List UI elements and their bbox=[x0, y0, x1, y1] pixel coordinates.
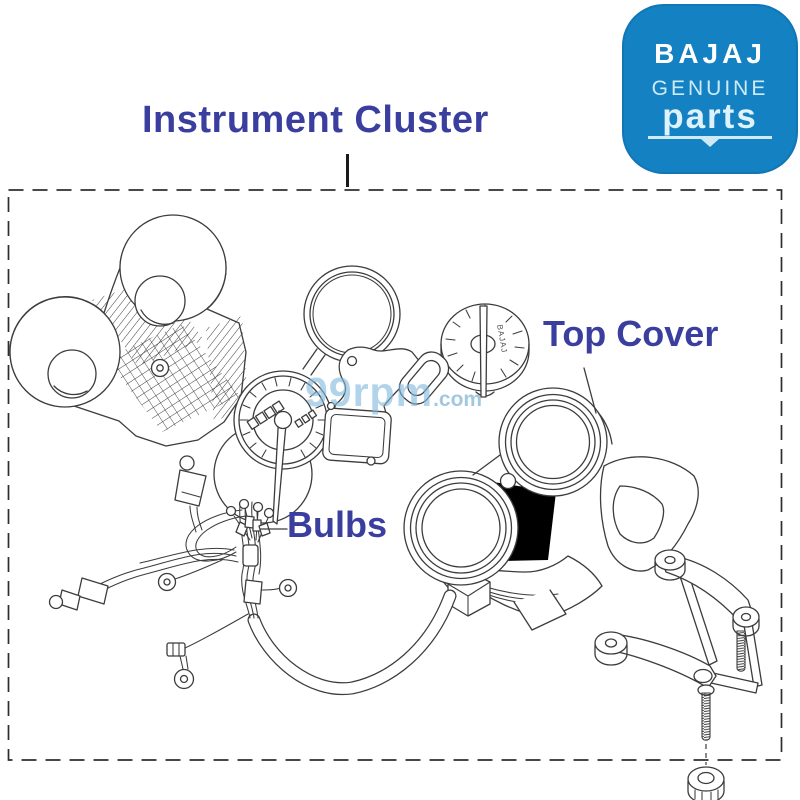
speedometer bbox=[233, 370, 333, 525]
logo-down-arrow-icon bbox=[701, 139, 719, 148]
bajaj-genuine-parts-logo: BAJAJ GENUINE parts bbox=[622, 4, 798, 174]
top-cover-leader-line bbox=[583, 367, 597, 414]
logo-brand-text: BAJAJ bbox=[654, 38, 766, 69]
nut bbox=[687, 766, 725, 800]
wiring-harness-with-bulbs bbox=[48, 455, 457, 696]
mounting-bracket bbox=[594, 549, 763, 765]
rear-housing bbox=[9, 214, 248, 447]
label-top-cover: Top Cover bbox=[543, 313, 719, 354]
top-cover bbox=[403, 387, 699, 631]
logo-underline bbox=[648, 136, 772, 148]
logo-genuine-text: GENUINE bbox=[651, 77, 769, 100]
diagram-dashed-border bbox=[7, 189, 783, 761]
logo-parts-text: parts bbox=[662, 97, 758, 136]
bezel-ring bbox=[302, 265, 401, 376]
fuel-gauge: BAJAJ bbox=[440, 303, 530, 398]
page-title: Instrument Cluster bbox=[142, 99, 489, 141]
watermark-main: 99rpm bbox=[305, 369, 434, 415]
label-bulbs: Bulbs bbox=[287, 504, 388, 545]
gasket bbox=[322, 346, 450, 466]
watermark-suffix: .com bbox=[433, 388, 483, 411]
screw-bottom bbox=[701, 692, 711, 741]
title-pointer-line bbox=[346, 154, 349, 187]
screw-right bbox=[736, 630, 746, 672]
watermark: 99rpm.com bbox=[305, 372, 482, 413]
leader-lines bbox=[260, 367, 597, 530]
